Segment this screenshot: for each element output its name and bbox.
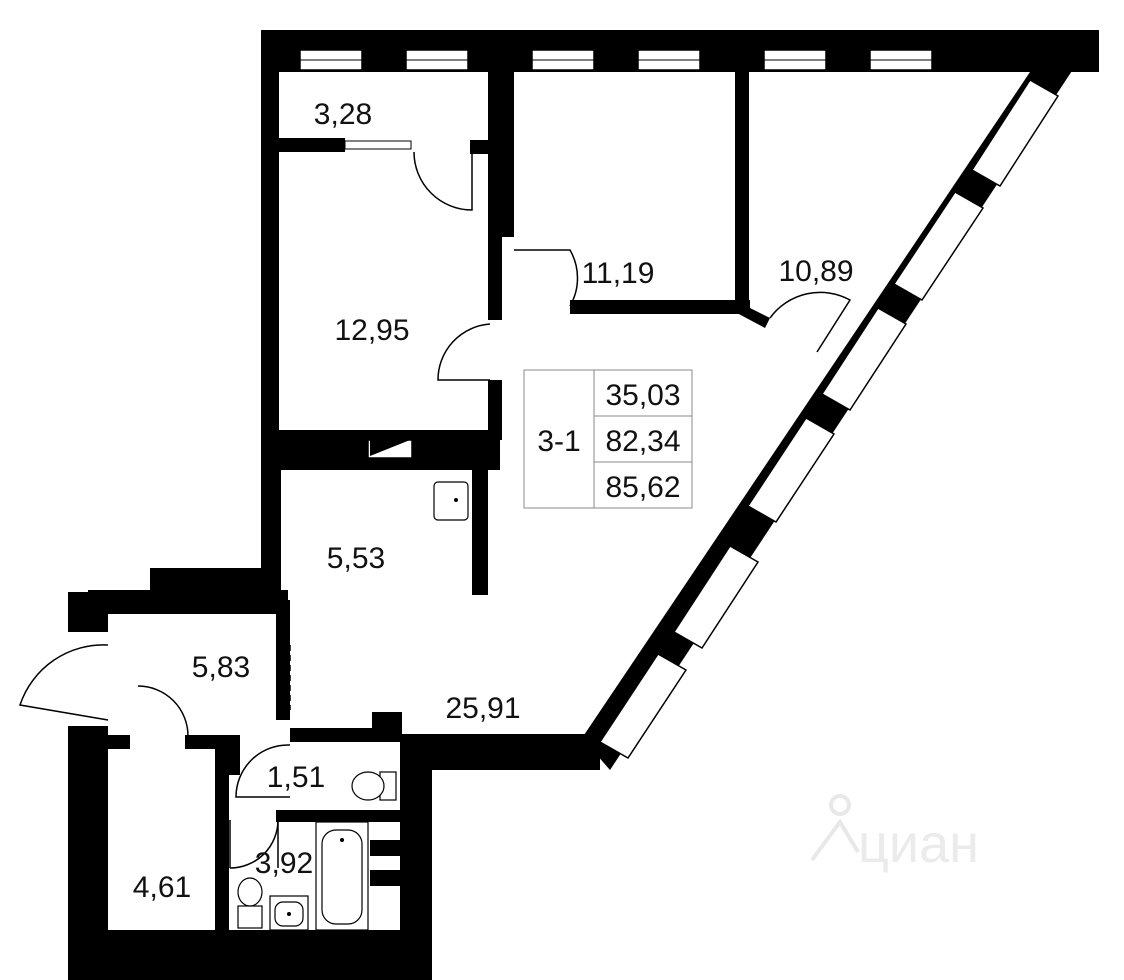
room-area-corridor: 5,53 (327, 542, 385, 575)
room-area-bedroom-left: 12,95 (334, 314, 409, 347)
room-area-wc: 1,51 (267, 761, 325, 794)
watermark-text: циан (858, 814, 979, 874)
room-labels: 3,28 12,95 11,19 10,89 5,53 25,91 5,83 1… (133, 98, 854, 904)
outer-walls (68, 30, 1099, 980)
bathtub-icon (315, 821, 369, 931)
total-area-with-balcony: 85,62 (605, 471, 680, 504)
room-area-living-room: 25,91 (445, 692, 520, 725)
room-area-closet: 3,28 (314, 98, 372, 131)
total-area: 82,34 (605, 425, 680, 458)
room-area-bathroom: 3,92 (255, 847, 313, 880)
toilet-icon (351, 771, 397, 801)
diagonal-windows (598, 78, 1060, 760)
room-area-bedroom-right: 10,89 (778, 255, 853, 288)
room-area-hall: 5,83 (192, 651, 250, 684)
unit-number: 3-1 (537, 425, 580, 458)
sink-icon (433, 481, 469, 521)
room-area-bedroom-middle: 11,19 (582, 257, 655, 290)
sink-icon (269, 895, 309, 931)
interior-walls (100, 72, 770, 930)
living-area: 35,03 (605, 379, 680, 412)
watermark: циан (810, 794, 979, 874)
room-area-storage: 4,61 (133, 871, 191, 904)
toilet-icon (237, 877, 263, 929)
unit-info-table: 3-1 35,03 82,34 85,62 (523, 369, 693, 509)
doors (19, 151, 852, 869)
fixtures (237, 481, 469, 931)
